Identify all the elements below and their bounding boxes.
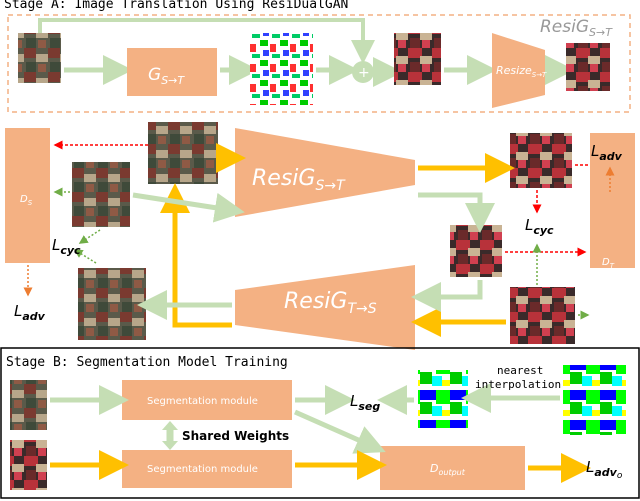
ds-discriminator [5, 128, 50, 263]
translated-back-image [78, 268, 146, 340]
seg-module-1-label: Segmentation module [147, 396, 258, 407]
l-seg: Lseg [350, 392, 380, 413]
stage-b-source-image [10, 380, 47, 430]
arrow-resig-ts-to-source [160, 183, 232, 328]
resig-ts-block [235, 265, 415, 350]
resized-image-top [566, 43, 610, 91]
l-adv-left: Ladv [14, 302, 46, 323]
seg-label-large [563, 365, 626, 435]
stage-a-title: Stage A: Image Translation Using ResiDua… [4, 0, 348, 12]
dt-label: DT [602, 257, 615, 270]
stage-b-title: Stage B: Segmentation Model Training [6, 355, 288, 370]
arrow-seg-to-doutput [293, 409, 386, 454]
seg-module-source [122, 380, 292, 420]
arrow-translated-to-resig-ts [411, 280, 483, 312]
resig-dashed-box [7, 14, 631, 113]
residual-image [250, 33, 313, 105]
nearest-label: nearest [497, 364, 543, 377]
shared-arrow-down [162, 441, 178, 450]
l-adv-right: Ladv [591, 142, 623, 163]
stage-b-border [0, 347, 640, 499]
translated-image-top [394, 33, 441, 85]
arrow-resig-st-to-translated [418, 192, 495, 233]
arrow-recon-to-resig-st [132, 192, 245, 223]
plus-circle [352, 61, 374, 83]
generator-block [127, 48, 217, 96]
d-output-label: Doutput [430, 462, 466, 477]
resig-box-label: ResiGS→T [540, 17, 613, 39]
dt-discriminator [590, 133, 635, 268]
interpolation-label: interpolation [475, 378, 561, 391]
shared-arrow-up [162, 421, 178, 430]
plus-label: + [358, 65, 370, 81]
ds-label: DS [20, 194, 33, 207]
resize-block [492, 33, 545, 108]
reconstructed-source-image [72, 162, 130, 227]
d-output-block [380, 446, 525, 490]
shared-weights-label: Shared Weights [182, 429, 289, 443]
l-cyc-right: Lcyc [525, 216, 554, 237]
stage-b-target-image [10, 440, 47, 490]
target-image-top [510, 133, 572, 188]
green-arrow-back-to-lcyc [73, 249, 97, 264]
seg-module-target [122, 450, 292, 488]
green-arrow-to-lcyc-left [78, 229, 101, 244]
translated-target-image [450, 225, 502, 277]
generator-label: GS→T [148, 65, 185, 87]
resig-st-label: ResiGS→T [252, 166, 346, 194]
l-cyc-left: Lcyc [52, 236, 81, 257]
source-image-mid [148, 122, 218, 184]
resig-st-block [235, 128, 415, 217]
target-image-bottom [510, 287, 575, 344]
resig-ts-label: ResiGT→S [284, 289, 377, 317]
seg-module-2-label: Segmentation module [147, 464, 258, 475]
resize-label: ResizeS→T [496, 64, 547, 79]
skip-connection-arrow [38, 18, 375, 64]
l-adv-o: Ladvo [586, 458, 623, 481]
seg-label-small [418, 370, 468, 428]
source-image-top [18, 33, 61, 83]
